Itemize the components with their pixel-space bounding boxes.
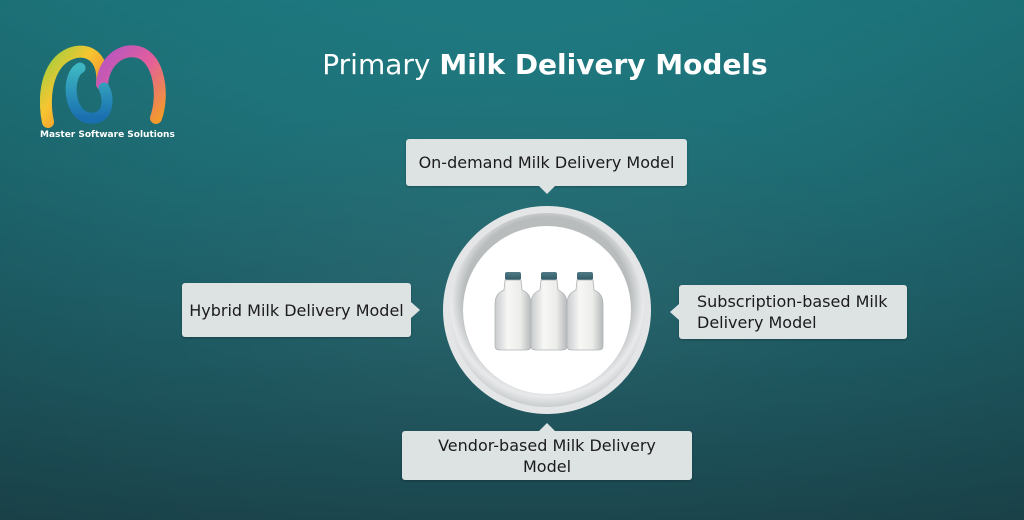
model-label-left: Hybrid Milk Delivery Model [182, 283, 420, 337]
pointer-down [539, 186, 555, 194]
brand-name: Master Software Solutions [40, 130, 175, 140]
model-label-bottom-line2: Model [522, 456, 572, 476]
page-title: Primary Milk Delivery Models [0, 48, 1024, 81]
model-label-top-text: On-demand Milk Delivery Model [418, 153, 675, 172]
title-prefix: Primary [322, 48, 440, 81]
model-label-right-line1: Subscription-based Milk [697, 292, 888, 311]
model-label-left-text: Hybrid Milk Delivery Model [189, 300, 404, 320]
pointer-up [539, 423, 555, 431]
company-logo: Master Software Solutions [40, 44, 175, 140]
logo-mark-icon [40, 45, 166, 128]
milk-bottles-icon [494, 272, 604, 351]
model-label-bottom-line1: Vendor-based Milk Delivery [438, 435, 656, 455]
model-label-top: On-demand Milk Delivery Model [406, 139, 687, 194]
model-label-right-line2: Delivery Model [697, 313, 817, 332]
model-label-bottom: Vendor-based Milk Delivery Model [402, 423, 692, 480]
title-emphasis: Milk Delivery Models [439, 48, 768, 81]
model-label-right: Subscription-based Milk Delivery Model [670, 285, 907, 339]
pointer-left [670, 304, 679, 320]
hub-circle [441, 204, 653, 416]
pointer-right [411, 302, 420, 318]
